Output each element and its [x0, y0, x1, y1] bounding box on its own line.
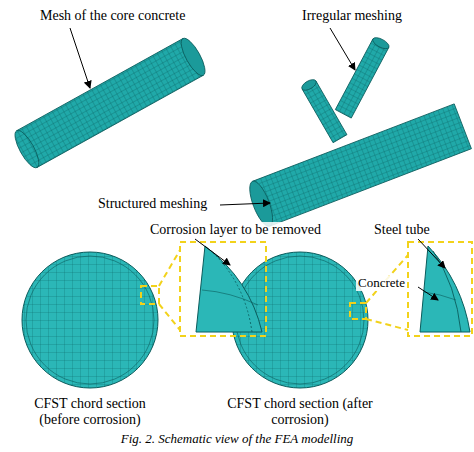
wedge-after	[420, 246, 470, 332]
leader-lines	[70, 28, 445, 300]
figure-label: CFST chord section (before corrosion)	[15, 396, 165, 428]
brace-short	[300, 78, 347, 143]
figure-label: Irregular meshing	[300, 8, 404, 24]
figure-label: Corrosion layer to be removed	[148, 222, 323, 238]
figure-label: Structured meshing	[96, 196, 209, 212]
figure-label: CFST chord section (after corrosion)	[225, 396, 375, 428]
figure-label: Concrete	[356, 276, 407, 291]
figure-caption: Fig. 2. Schematic view of the FEA modell…	[121, 432, 354, 447]
chord-tube	[245, 104, 471, 229]
core-cylinder	[11, 35, 210, 171]
wedge-before	[196, 246, 262, 332]
figure-label: Mesh of the core concrete	[38, 8, 187, 24]
figure-label: Steel tube	[372, 222, 432, 238]
section-before	[20, 250, 160, 390]
brace-long	[335, 35, 390, 118]
zoom-boxes	[141, 242, 472, 336]
